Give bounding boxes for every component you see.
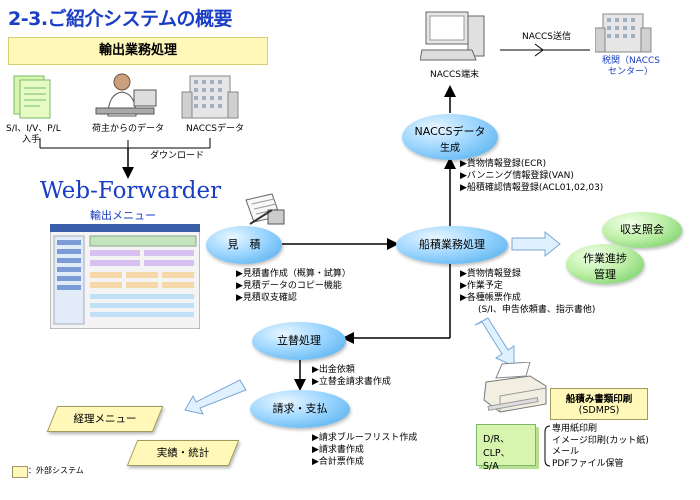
naccs-data-bubble-line1: NACCSデータ [414, 125, 486, 138]
web-forwarder-title: Web-Forwarder [40, 178, 222, 204]
results-statistics-box: 実績・統計 [126, 440, 240, 466]
documents-box: D/R、CLP、 S/A [476, 424, 536, 472]
docs-line-2: S/A [483, 461, 499, 472]
list-item: イメージ印刷(カット紙) [552, 435, 649, 446]
si-label: S/I、I/V、P/L [6, 124, 61, 134]
sdmps-line-2: (SDMPS) [578, 405, 620, 416]
list-item: ▶請求ブルーフリスト作成 [312, 433, 418, 443]
page-title: 2-3.ご紹介システムの概要 [8, 8, 232, 30]
list-item: ▶見積データのコピー機能 [236, 281, 342, 291]
list-item: ▶見積書作成（概算・試算） [236, 269, 351, 279]
export-process-bar: 輸出業務処理 [8, 37, 268, 65]
list-item: PDFファイル保管 [552, 458, 624, 469]
shipping-bubble-label: 船積業務処理 [419, 238, 485, 251]
person-at-computer-icon [95, 73, 157, 117]
advance-payment-label: 立替処理 [277, 334, 321, 347]
results-statistics-label: 実績・統計 [156, 447, 210, 459]
customs-label: 税関（NACCS [602, 56, 661, 66]
docs-line-1: D/R、CLP、 [483, 434, 511, 459]
legend-swatch [12, 466, 28, 478]
computer-terminal-icon [420, 11, 485, 61]
naccs-data-bubble-line2: 生成 [440, 143, 460, 154]
list-item: ▶船積確認情報登録(ACL01,02,03) [460, 183, 604, 193]
naccs-terminal-label: NACCS端末 [430, 70, 480, 80]
print-options-list: 専用紙印刷 イメージ印刷(カット紙) メール PDFファイル保管 [552, 424, 649, 470]
billing-payment-bubble: 請求・支払 [250, 390, 350, 428]
estimate-bubble: 見 積 [206, 226, 282, 264]
building-icon [181, 75, 239, 119]
screenshot-thumbnail [50, 224, 200, 329]
balance-inquiry-bubble: 収支照会 [602, 212, 682, 248]
list-item: ▶出金依頼 [312, 365, 355, 375]
estimate-list: ▶見積書作成（概算・試算） ▶見積データのコピー機能 ▶見積収支確認 [236, 268, 351, 304]
progress-management-bubble: 作業進捗 管理 [566, 244, 644, 284]
list-item: ▶バンニング情報登録(VAN) [460, 171, 574, 181]
list-item: ▶合計票作成 [312, 457, 364, 467]
naccs-data-label: NACCSデータ [186, 124, 245, 134]
list-item: ▶立替金請求書作成 [312, 377, 391, 387]
progress-line-1: 作業進捗 [583, 252, 627, 265]
list-item: ▶各種帳票作成 [460, 293, 521, 303]
naccs-send-label: NACCS送信 [522, 32, 572, 42]
list-item: ▶請求書作成 [312, 445, 364, 455]
customs-label-2: センター） [608, 67, 654, 77]
naccs-list: ▶貨物情報登録(ECR) ▶バンニング情報登録(VAN) ▶船積確認情報登録(A… [460, 158, 603, 194]
web-forwarder-subtitle: 輸出メニュー [90, 209, 156, 222]
printer-icon [483, 362, 547, 413]
balance-inquiry-label: 収支照会 [620, 223, 664, 236]
billing-list: ▶請求ブルーフリスト作成 ▶請求書作成 ▶合計票作成 [312, 432, 417, 468]
list-item: 専用紙印刷 [552, 424, 598, 434]
legend-label: ：外部システム [28, 466, 84, 475]
si-label-2: 入手 [22, 135, 41, 145]
shipper-data-label: 荷主からのデータ [92, 124, 165, 134]
naccs-data-generation-bubble: NACCSデータ 生成 [402, 114, 498, 160]
sdmps-line-1: 船積み書類印刷 [565, 394, 633, 405]
documents-icon [13, 75, 51, 119]
advance-list: ▶出金依頼 ▶立替金請求書作成 [312, 364, 391, 388]
shipping-bubble: 船積業務処理 [396, 226, 508, 264]
billing-payment-label: 請求・支払 [272, 402, 328, 415]
download-label: ダウンロード [150, 151, 205, 161]
accounting-menu-label: 経理メニュー [73, 413, 137, 425]
estimate-bubble-label: 見 積 [227, 238, 261, 251]
shipping-list: ▶貨物情報登録 ▶作業予定 ▶各種帳票作成 (S/I、申告依頼書、指示書他) [460, 268, 595, 316]
list-item: ▶貨物情報登録 [460, 269, 521, 279]
list-item: ▶見積収支確認 [236, 293, 297, 303]
accounting-menu-box: 経理メニュー [46, 406, 164, 432]
list-item: メール [552, 447, 580, 457]
paperwork-icon [245, 193, 285, 225]
list-item: ▶作業予定 [460, 281, 503, 291]
progress-line-2: 管理 [594, 268, 616, 281]
customs-building-icon [595, 13, 652, 53]
advance-payment-bubble: 立替処理 [252, 322, 346, 360]
list-item: ▶貨物情報登録(ECR) [460, 159, 547, 169]
sdmps-print-box: 船積み書類印刷 (SDMPS) [550, 388, 648, 420]
list-item: (S/I、申告依頼書、指示書他) [478, 305, 596, 315]
